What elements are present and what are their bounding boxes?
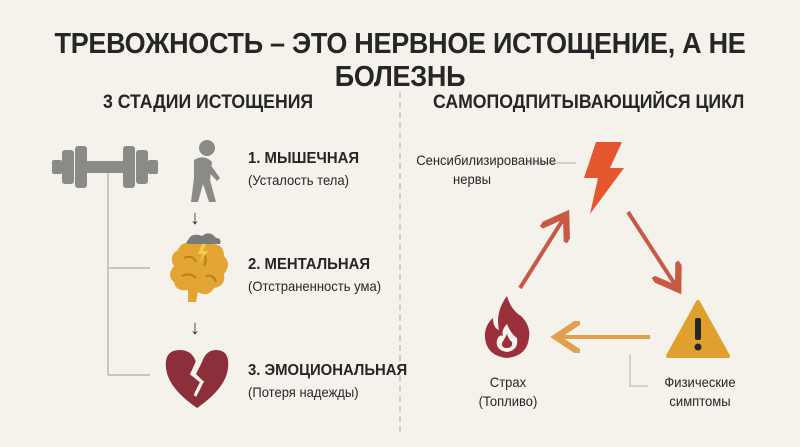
node-fear-line1: Страх [489, 374, 527, 390]
node-nerves-line2: нервы [453, 171, 491, 187]
stage-1-title: 1. МЫШЕЧНАЯ [248, 150, 360, 167]
fire-flame-icon [484, 296, 530, 358]
node-symptoms-label: Физические симптомы [652, 373, 749, 411]
lightning-bolt-icon [584, 142, 624, 214]
section-divider [399, 92, 401, 432]
arrow-fear-to-nerves [518, 218, 564, 290]
node-symptoms-line2: симптомы [669, 393, 731, 409]
node-fear-line2: (Топливо) [478, 393, 538, 409]
stage-2-subtitle: (Отстраненность ума) [248, 278, 382, 294]
stage-1-subtitle: (Усталость тела) [248, 172, 349, 188]
node-nerves-line1: Сенсибилизированные [416, 152, 557, 168]
brain-storm-icon [170, 233, 228, 302]
tired-person-icon [191, 140, 220, 202]
stage-arrow-2: ↓ [190, 317, 200, 339]
node-fear-label: Страх (Топливо) [460, 373, 557, 411]
stage-2-title: 2. МЕНТАЛЬНАЯ [248, 256, 371, 273]
arrow-nerves-to-symptoms [626, 210, 676, 286]
stage-arrow-1: ↓ [190, 207, 200, 229]
right-heading: САМОПОДПИТЫВАЮЩИЙСЯ ЦИКЛ [433, 92, 745, 113]
node-symptoms-line1: Физические [664, 374, 736, 390]
warning-triangle-icon [666, 300, 730, 358]
node-nerves-label: Сенсибилизированные нервы [416, 151, 557, 189]
dumbbell-icon [52, 146, 158, 188]
stage-3-title: 3. ЭМОЦИОНАЛЬНАЯ [248, 362, 408, 379]
main-title: ТРЕВОЖНОСТЬ – ЭТО НЕРВНОЕ ИСТОЩЕНИЕ, А Н… [54, 28, 746, 93]
broken-heart-icon [165, 350, 229, 408]
stage-3-subtitle: (Потеря надежды) [248, 384, 359, 400]
left-heading: 3 СТАДИИ ИСТОЩЕНИЯ [103, 92, 314, 113]
